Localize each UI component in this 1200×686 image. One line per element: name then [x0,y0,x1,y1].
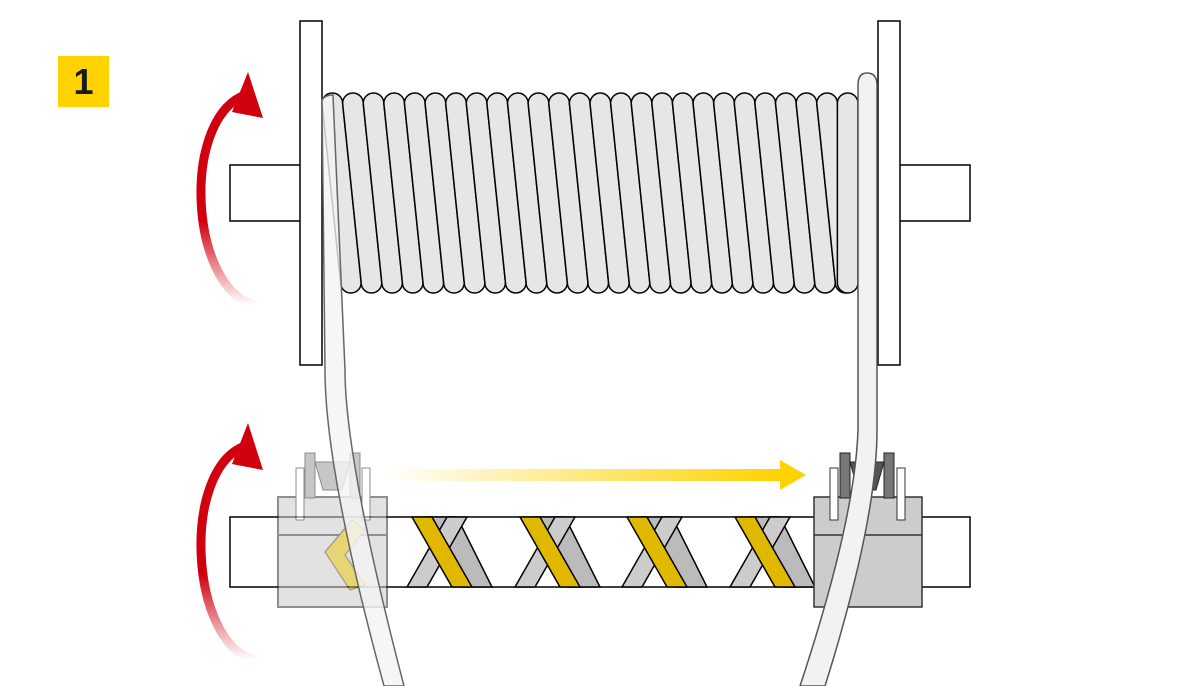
drum-flange-right [877,20,901,366]
travel-direction-arrow-icon [385,460,806,490]
helix-grooves [405,516,817,588]
rotation-arrow-top-icon [196,72,263,310]
cable-left [321,94,405,686]
cable-coils [321,92,859,294]
helix-crossing [513,516,602,588]
helix-crossing [728,516,817,588]
cable-drum [229,20,971,366]
cable-coil [836,92,859,294]
helix-crossing [620,516,709,588]
drum-axle-left [229,164,303,222]
rotation-arrow-bottom-icon [196,423,263,665]
cable-right [799,72,878,686]
drum-flange-left [299,20,323,366]
drum-axle-right [897,164,971,222]
helix-crossing [405,516,494,588]
step-number-badge: 1 [58,56,109,107]
